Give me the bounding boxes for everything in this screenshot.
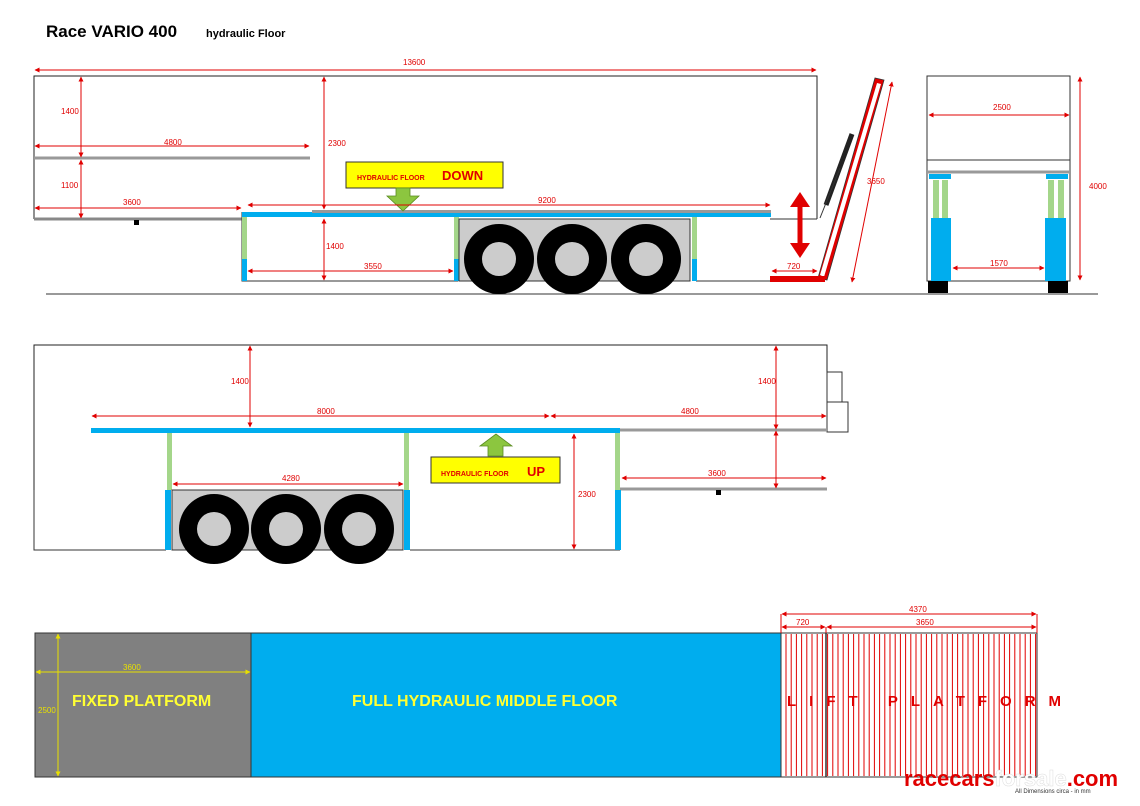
dim-floor-length: 9200 <box>538 196 556 205</box>
brand-watermark: racecarsforsale.com All Dimensions circa… <box>904 766 1118 795</box>
dim-under-length: 3550 <box>364 262 382 271</box>
dim-up-top-left-height: 1400 <box>231 377 249 386</box>
dim-top-height: 1400 <box>61 107 79 116</box>
dim-up-floor-length: 8000 <box>317 407 335 416</box>
dim-plan-total-lift: 4370 <box>909 605 927 614</box>
plan-view: 3600 2500 FIXED PLATFORM FULL HYDRAULIC … <box>34 605 1074 778</box>
dim-interior-height: 2300 <box>328 139 346 148</box>
dim-plan-fixed-length: 3600 <box>123 663 141 672</box>
dim-fixed-length: 3600 <box>123 198 141 207</box>
middle-floor-zone <box>250 632 782 778</box>
arrow-up-icon <box>478 433 514 457</box>
page-title: Race VARIO 400 <box>46 22 178 41</box>
dim-under-height: 1400 <box>326 242 344 251</box>
dim-plan-lift-inner: 720 <box>796 618 810 627</box>
label-down-small: HYDRAULIC FLOOR <box>357 175 425 182</box>
dim-up-top-right-height: 1400 <box>758 377 776 386</box>
hydraulic-floor-down <box>242 212 771 217</box>
brand-part-c: .com <box>1067 766 1118 791</box>
arrow-down-icon <box>385 187 421 212</box>
wheels-down <box>464 224 681 294</box>
lift-arrow <box>790 192 810 258</box>
brand-part-b: forsale <box>995 766 1067 791</box>
zone-lift-label: LIFT PLATFORM <box>787 693 1074 710</box>
dim-plan-width: 2500 <box>38 706 56 715</box>
label-down-big: DOWN <box>442 168 483 183</box>
dim-rear-width: 2500 <box>993 103 1011 112</box>
rear-view: 2500 4000 1570 <box>926 75 1107 293</box>
dim-upper-deck-length: 4800 <box>164 138 182 147</box>
side-view-up: HYDRAULIC FLOOR UP 1400 1400 8000 4800 4… <box>33 344 849 564</box>
dim-lower-height: 1100 <box>61 181 79 190</box>
svg-text:racecarsforsale.com: racecarsforsale.com <box>904 766 1118 791</box>
dim-lift-depth: 720 <box>787 262 801 271</box>
brand-part-a: racecars <box>904 766 995 791</box>
dim-up-fixed-length: 3600 <box>708 469 726 478</box>
zone-middle-label: FULL HYDRAULIC MIDDLE FLOOR <box>352 693 618 710</box>
hydraulic-floor-up <box>91 428 620 433</box>
side-view-down: HYDRAULIC FLOOR DOWN 13600 1400 4800 110… <box>33 58 1098 295</box>
label-up-big: UP <box>527 464 545 479</box>
hydraulic-floor-down-label: HYDRAULIC FLOOR DOWN <box>345 161 504 189</box>
label-up-small: HYDRAULIC FLOOR <box>441 471 509 478</box>
zone-fixed-label: FIXED PLATFORM <box>72 693 211 710</box>
dim-rear-track: 1570 <box>990 259 1008 268</box>
footnote: All Dimensions circa - in mm <box>1015 789 1091 795</box>
fixed-platform-zone <box>34 632 252 778</box>
wheels-up <box>179 494 394 564</box>
dim-overall-length: 13600 <box>403 58 426 67</box>
dim-up-upper-deck-length: 4800 <box>681 407 699 416</box>
dim-plan-lift-platform: 3650 <box>916 618 934 627</box>
dim-up-axle-length: 4280 <box>282 474 300 483</box>
dim-up-clear-height: 2300 <box>578 490 596 499</box>
page-subtitle: hydraulic Floor <box>206 28 286 40</box>
hydraulic-floor-up-label: HYDRAULIC FLOOR UP <box>430 456 561 484</box>
dim-rear-height: 4000 <box>1089 182 1107 191</box>
dim-ramp-length: 3650 <box>867 177 885 186</box>
